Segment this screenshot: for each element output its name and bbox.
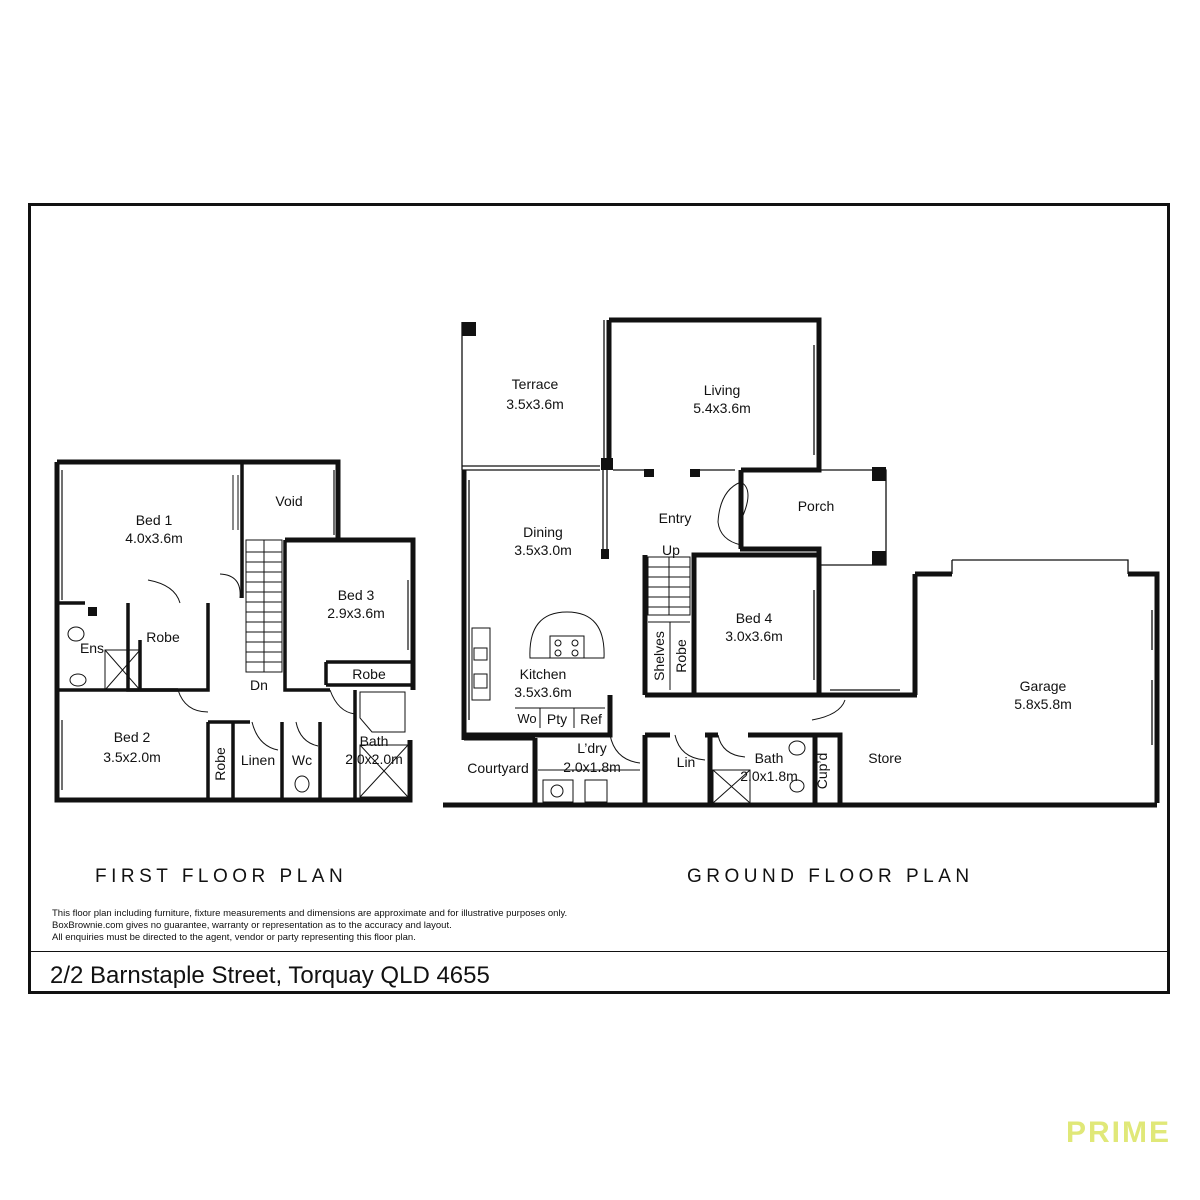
bath-name: Bath [360,733,389,749]
store-name: Store [868,750,902,766]
disclaimer-line-3: All enquiries must be directed to the ag… [52,932,416,943]
bed1-dims: 4.0x3.6m [125,530,183,546]
porch-name: Porch [798,498,835,514]
up-name: Up [662,542,680,558]
ref-name: Ref [580,711,602,727]
first-floor-title: FIRST FLOOR PLAN [95,866,348,887]
plan-frame [28,203,1170,994]
disclaimer-line-1: This floor plan including furniture, fix… [52,908,568,919]
bed1-name: Bed 1 [136,512,173,528]
first-floor-plan [54,459,416,803]
kitchen-name: Kitchen [520,666,567,682]
robe-bed2-name: Robe [212,747,228,781]
lin-name: Lin [677,754,696,770]
bed3-name: Bed 3 [338,587,375,603]
dn-name: Dn [250,677,268,693]
living-dims: 5.4x3.6m [693,400,751,416]
shelves-name: Shelves [651,631,667,681]
bed3-dims: 2.9x3.6m [327,605,385,621]
ldry-dims: 2.0x1.8m [563,759,621,775]
bath-dims-ground: 2.0x1.8m [740,768,798,784]
garage-name: Garage [1020,678,1067,694]
ground-floor-labels: Terrace 3.5x3.6m Living 5.4x3.6m Dining … [467,376,1072,789]
linen-name: Linen [241,752,275,768]
disclaimer: This floor plan including furniture, fix… [52,908,567,944]
kitchen-dims: 3.5x3.6m [514,684,572,700]
garage-dims: 5.8x5.8m [1014,696,1072,712]
entry-name: Entry [659,510,692,526]
bath-dims: 2.0x2.0m [345,751,403,767]
courtyard-name: Courtyard [467,760,528,776]
wo-name: Wo [517,711,536,726]
terrace-name: Terrace [512,376,559,392]
ldry-name: L’dry [577,740,607,756]
first-floor-labels: Bed 1 4.0x3.6m Void Bed 3 2.9x3.6m Robe … [80,493,403,781]
address-bar: 2/2 Barnstaple Street, Torquay QLD 4655 [31,951,1167,991]
ground-floor-plan [443,317,1160,808]
bed4-name: Bed 4 [736,610,773,626]
bed2-name: Bed 2 [114,729,151,745]
wc-name: Wc [292,752,312,768]
ens-name: Ens [80,640,104,656]
property-address: 2/2 Barnstaple Street, Torquay QLD 4655 [50,962,490,989]
dining-name: Dining [523,524,563,540]
cupd-name: Cup’d [814,753,830,790]
dining-dims: 3.5x3.0m [514,542,572,558]
brand-logo: PRIME [1066,1116,1172,1149]
living-name: Living [704,382,741,398]
bath-name-ground: Bath [755,750,784,766]
robe-bed3-name: Robe [352,666,386,682]
bed4-dims: 3.0x3.6m [725,628,783,644]
void-name: Void [275,493,302,509]
pty-name: Pty [547,711,567,727]
disclaimer-line-2: BoxBrownie.com gives no guarantee, warra… [52,920,452,931]
robe-main-name: Robe [146,629,180,645]
terrace-dims: 3.5x3.6m [506,396,564,412]
ground-floor-title: GROUND FLOOR PLAN [687,866,974,887]
bed2-dims: 3.5x2.0m [103,749,161,765]
robe-name: Robe [673,639,689,673]
